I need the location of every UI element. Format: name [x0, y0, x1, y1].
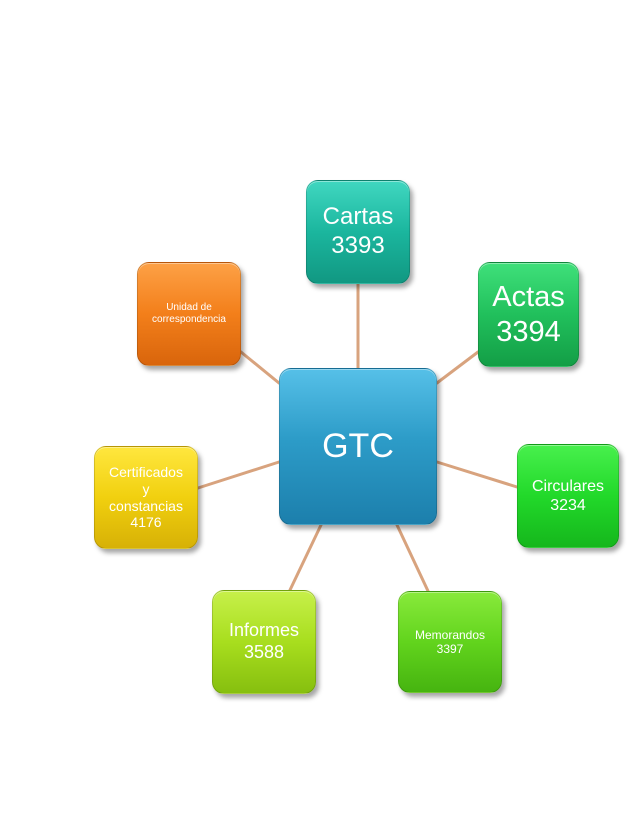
node-circulares[interactable]: Circulares 3234 [517, 444, 619, 548]
connector-circulares [435, 460, 519, 489]
node-label: GTC [322, 427, 394, 466]
node-label: Actas 3394 [492, 280, 565, 348]
node-center-gtc[interactable]: GTC [279, 368, 437, 525]
connector-informes [288, 523, 323, 592]
connector-memorandos [395, 523, 430, 593]
node-memorandos[interactable]: Memorandos 3397 [398, 591, 502, 693]
connector-actas [435, 350, 480, 385]
node-label: Informes 3588 [228, 620, 300, 662]
connector-unidad [239, 350, 281, 385]
node-label: Circulares 3234 [531, 477, 604, 514]
node-label: Certificados y constancias 4176 [109, 463, 183, 531]
node-certificados-y-constancias[interactable]: Certificados y constancias 4176 [94, 446, 198, 549]
connector-certificados [196, 460, 281, 490]
node-unidad-de-correspondencia[interactable]: Unidad de correspondencia [137, 262, 241, 366]
node-actas[interactable]: Actas 3394 [478, 262, 579, 367]
node-label: Unidad de correspondencia [152, 302, 226, 325]
node-label: Cartas 3393 [322, 203, 394, 259]
node-informes[interactable]: Informes 3588 [212, 590, 316, 694]
node-cartas[interactable]: Cartas 3393 [306, 180, 410, 284]
node-label: Memorandos 3397 [414, 627, 486, 656]
